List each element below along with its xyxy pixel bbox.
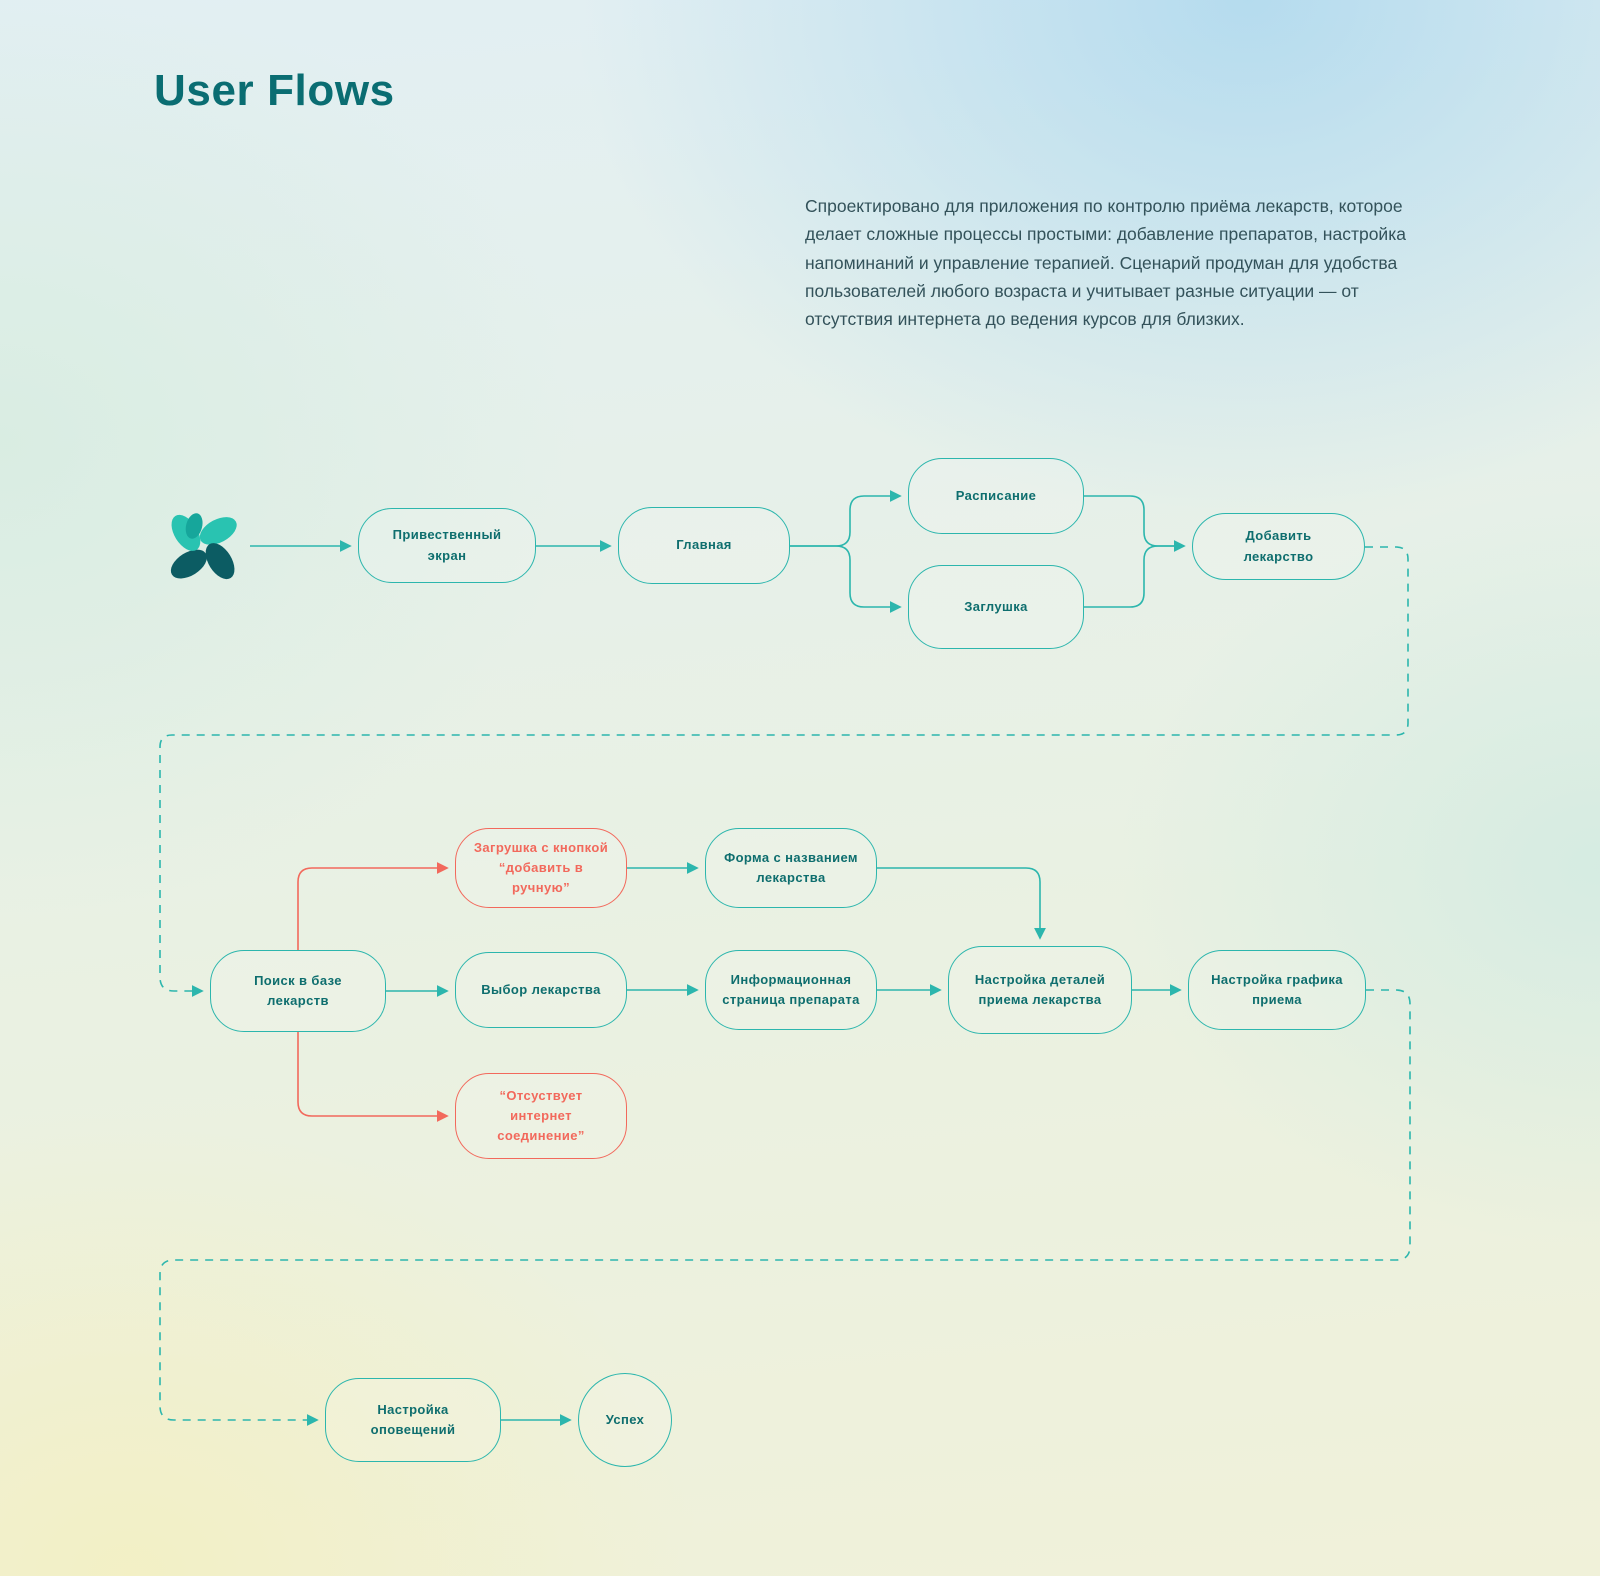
flow-node-success: Успех bbox=[578, 1373, 672, 1467]
flow-node-search-database: Поиск в базе лекарств bbox=[210, 950, 386, 1032]
edge-form-to-details bbox=[877, 867, 1046, 940]
flow-node-choose-medication: Выбор лекарства bbox=[455, 952, 627, 1028]
flow-node-intake-schedule-setup: Настройка графика приема bbox=[1188, 950, 1366, 1030]
page-title: User Flows bbox=[154, 66, 395, 115]
flow-node-schedule: Расписание bbox=[908, 458, 1084, 534]
edge-scheduleset-to-notif-dashed bbox=[159, 989, 1411, 1426]
flow-node-main-screen: Главная bbox=[618, 507, 790, 584]
flow-node-medication-name-form: Форма с названием лекарства bbox=[705, 828, 877, 908]
flow-node-add-medication: Добавить лекарство bbox=[1192, 513, 1365, 580]
app-logo-icon bbox=[170, 513, 237, 580]
flow-node-notifications-setup: Настройка оповещений bbox=[325, 1378, 501, 1462]
flow-node-stub: Заглушка bbox=[908, 565, 1084, 649]
flow-node-info-page: Информационная страница препарата bbox=[705, 950, 877, 1030]
flow-node-manual-add-stub: Загрушка с кнопкой “добавить в ручную” bbox=[455, 828, 627, 908]
flow-node-welcome-screen: Привественный экран bbox=[358, 508, 536, 583]
edge-search-to-nointernet bbox=[297, 1032, 449, 1122]
edge-addmed-to-search-dashed bbox=[159, 546, 1409, 997]
edge-search-to-manualstub bbox=[297, 862, 449, 950]
edge-schedule-to-addmed bbox=[1084, 495, 1186, 552]
edge-main-to-stub bbox=[790, 545, 902, 613]
flow-node-intake-details-setup: Настройка деталей приема лекарства bbox=[948, 946, 1132, 1034]
flow-node-no-internet-error: “Отсуствует интернет соединение” bbox=[455, 1073, 627, 1159]
page-description: Спроектировано для приложения по контрол… bbox=[805, 196, 1406, 330]
edge-main-to-schedule bbox=[790, 490, 902, 547]
edge-stub-to-addmed bbox=[1084, 545, 1184, 608]
